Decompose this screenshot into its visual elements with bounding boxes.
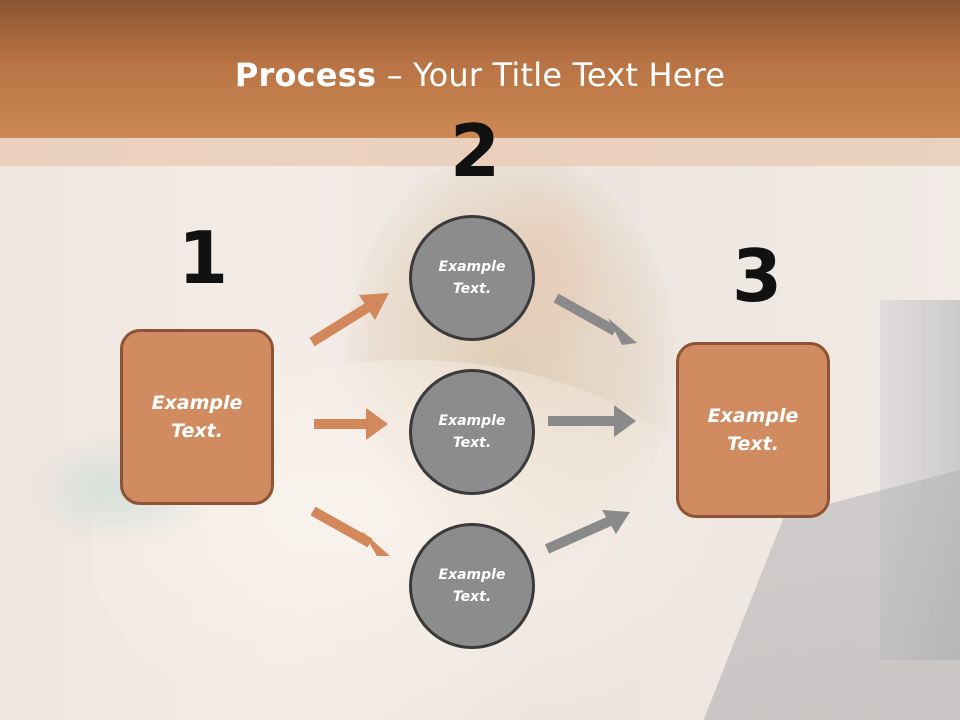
circle-2: Example Text. <box>409 369 535 495</box>
right-box: Example Text. <box>676 342 830 518</box>
title-bold-part: Process <box>234 56 377 94</box>
left-box-text: Example Text. <box>151 391 243 443</box>
left-box: Example Text. <box>120 329 274 505</box>
arrow-to-circle-1 <box>309 293 389 347</box>
step-number-3: 3 <box>732 234 783 318</box>
circle-3: Example Text. <box>409 523 535 649</box>
arrow-from-circle-2 <box>548 405 636 437</box>
slide-title: Process – Your Title Text Here <box>235 56 725 94</box>
circle-2-text: Example Text. <box>438 412 506 451</box>
arrow-from-circle-3 <box>544 510 630 554</box>
arrow-from-circle-1 <box>553 293 637 345</box>
arrow-to-circle-3 <box>310 506 390 556</box>
title-bar: Process – Your Title Text Here <box>0 0 960 138</box>
step-number-2: 2 <box>450 109 501 193</box>
circle-3-text: Example Text. <box>438 566 506 605</box>
right-box-text: Example Text. <box>707 404 799 456</box>
arrow-to-circle-2 <box>314 408 388 440</box>
title-rest-part: – Your Title Text Here <box>376 56 726 94</box>
circle-1: Example Text. <box>409 215 535 341</box>
title-stripe <box>0 138 960 166</box>
circle-1-text: Example Text. <box>438 258 506 297</box>
step-number-1: 1 <box>178 216 229 300</box>
